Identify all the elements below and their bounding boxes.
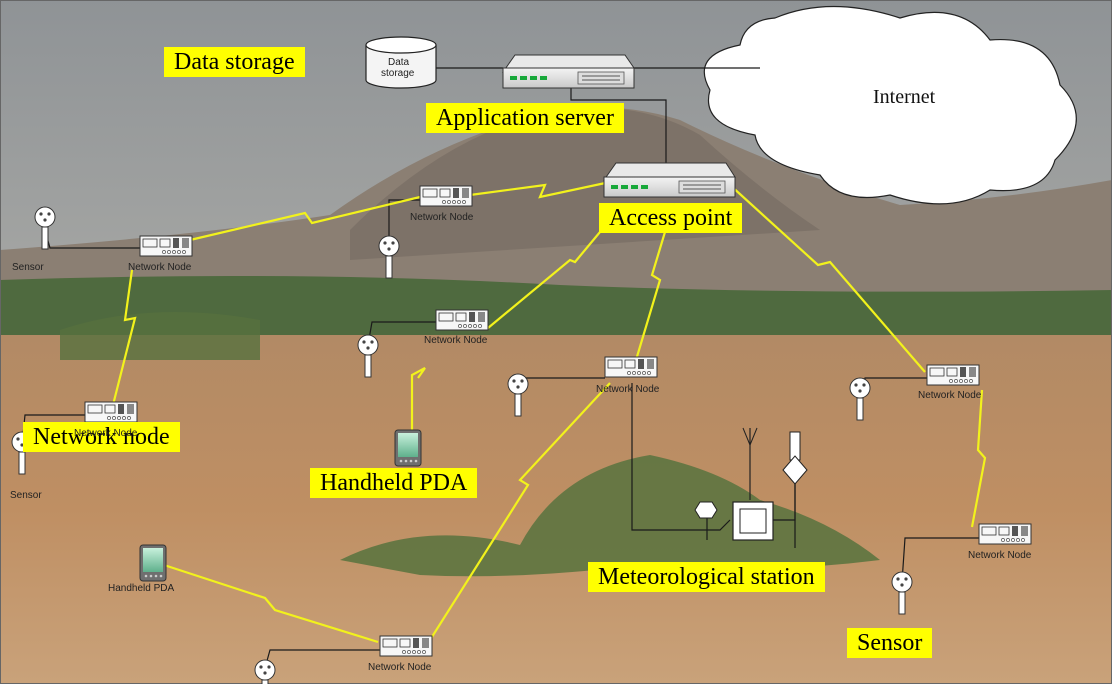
sensor-icon xyxy=(34,206,56,250)
network-node-label: Network Node xyxy=(410,212,474,223)
callout-application-server: Application server xyxy=(426,103,624,133)
network-node-icon xyxy=(978,523,1032,545)
wireless-links xyxy=(111,180,987,644)
callout-sensor: Sensor xyxy=(847,628,933,658)
internet-cloud xyxy=(703,5,1077,205)
storage-icon-label-1: Data xyxy=(388,57,410,68)
access-point-icon xyxy=(603,162,736,198)
network-node-icon xyxy=(379,635,433,657)
network-node-label: Network Node xyxy=(128,262,192,273)
network-node-icon xyxy=(604,356,658,378)
network-node-icon xyxy=(84,401,138,423)
network-node-icon xyxy=(926,364,980,386)
callout-access-point: Access point xyxy=(599,203,743,233)
network-node-label: Network Node xyxy=(596,384,660,395)
sensor-label: Sensor xyxy=(10,490,42,501)
callout-handheld-pda: Handheld PDA xyxy=(310,468,478,498)
callout-data-storage: Data storage xyxy=(164,47,305,77)
network-node-label: Network Node xyxy=(424,335,488,346)
callout-meteorological-station: Meteorological station xyxy=(588,562,825,592)
sensor-icon xyxy=(507,373,529,417)
handheld-pda-icon xyxy=(394,429,422,467)
network-node-icon xyxy=(139,235,193,257)
sensor-icon xyxy=(254,659,276,684)
network-node-label: Network Node xyxy=(368,662,432,673)
storage-icon-label-2: storage xyxy=(381,68,415,79)
network-node-label: Network Node xyxy=(74,428,138,439)
network-node-label: Network Node xyxy=(918,390,982,401)
sensor-label: Sensor xyxy=(12,262,44,273)
network-node-icon xyxy=(419,185,473,207)
handheld-pda-icon xyxy=(139,544,167,582)
sensor-icon xyxy=(891,571,913,615)
application-server-icon xyxy=(502,54,635,89)
callout-network-node: Network node xyxy=(23,422,180,452)
sensor-icon xyxy=(849,377,871,421)
internet-label: Internet xyxy=(873,86,936,108)
handheld-pda-label: Handheld PDA xyxy=(108,583,175,594)
network-node-icon xyxy=(435,309,489,331)
sensor-icon xyxy=(378,235,400,279)
meteorological-station-icon xyxy=(694,427,808,541)
network-node-label: Network Node xyxy=(968,550,1032,561)
data-storage-icon xyxy=(365,36,437,89)
sensor-icon xyxy=(357,334,379,378)
